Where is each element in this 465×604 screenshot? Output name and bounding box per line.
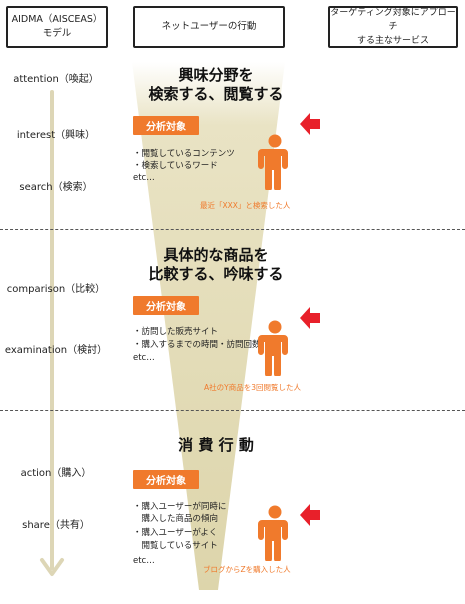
section-1-title-line1: 興味分野を	[178, 66, 254, 84]
stage-search: search（検索）	[19, 182, 93, 193]
arrow-left-icon	[300, 504, 320, 526]
header-behavior: ネットユーザーの行動	[133, 6, 285, 48]
header-services: ターゲティング対象にアプローチ する主なサービス	[328, 6, 458, 48]
section-3-title: 消 費 行 動	[132, 436, 300, 455]
section-2-item: ・訪問した販売サイト	[133, 327, 219, 337]
stage-comparison: comparison（比較）	[6, 284, 106, 295]
section-2-title-line1: 具体的な商品を	[163, 246, 269, 264]
person-icon	[258, 134, 288, 190]
header-services-line2: する主なサービス	[356, 36, 429, 46]
timeline-arrowhead-icon	[40, 558, 64, 576]
section-2-item: etc…	[133, 353, 155, 363]
section-3-item: ・購入ユーザーがよく	[133, 528, 218, 538]
person-icon	[258, 505, 288, 561]
header-services-line1: ターゲティング対象にアプローチ	[330, 8, 456, 32]
section-1-item: etc…	[133, 173, 155, 183]
section-1-item: ・検索しているワード	[133, 161, 218, 171]
funnel-shape	[132, 62, 285, 590]
section-3-item: 閲覧しているサイト	[133, 541, 218, 551]
stage-interest: interest（興味）	[16, 130, 96, 141]
section-1-title-line2: 検索する、閲覧する	[148, 85, 284, 103]
header-model-line2: モデル	[42, 28, 72, 39]
section-3-title-line1: 消 費 行 動	[178, 436, 254, 454]
section-1-caption: 最近「XXX」と検索した人	[200, 201, 291, 210]
section-3-caption: ブログからZを購入した人	[203, 565, 291, 574]
section-2-title-line2: 比較する、吟味する	[148, 265, 284, 283]
section-3-item: 購入した商品の傾向	[133, 514, 219, 524]
section-divider	[0, 410, 465, 411]
stage-examination: examination（検討）	[4, 345, 108, 356]
header-behavior-label: ネットユーザーの行動	[161, 21, 257, 32]
section-2-item: ・購入するまでの時間・訪問回数	[133, 340, 261, 350]
stage-attention: attention（喚起）	[13, 74, 99, 85]
section-3-item: ・購入ユーザーが同時に	[133, 502, 227, 512]
stage-action: action（購入）	[20, 468, 92, 479]
section-2-badge: 分析対象	[133, 296, 199, 315]
arrow-left-icon	[300, 307, 320, 329]
section-1-item: ・閲覧しているコンテンツ	[133, 149, 235, 159]
section-2-caption: A社のY商品を3回閲覧した人	[204, 383, 301, 392]
header-model: AIDMA（AISCEAS） モデル	[6, 6, 108, 48]
section-2-title: 具体的な商品を 比較する、吟味する	[132, 246, 300, 284]
section-1-title: 興味分野を 検索する、閲覧する	[132, 66, 300, 104]
section-1-badge: 分析対象	[133, 116, 199, 135]
section-3-item: etc…	[133, 556, 155, 566]
stage-share: share（共有）	[22, 520, 90, 531]
section-divider	[0, 229, 465, 230]
section-3-badge: 分析対象	[133, 470, 199, 489]
arrow-left-icon	[300, 113, 320, 135]
person-icon	[258, 320, 288, 376]
header-model-line1: AIDMA（AISCEAS）	[11, 14, 103, 25]
